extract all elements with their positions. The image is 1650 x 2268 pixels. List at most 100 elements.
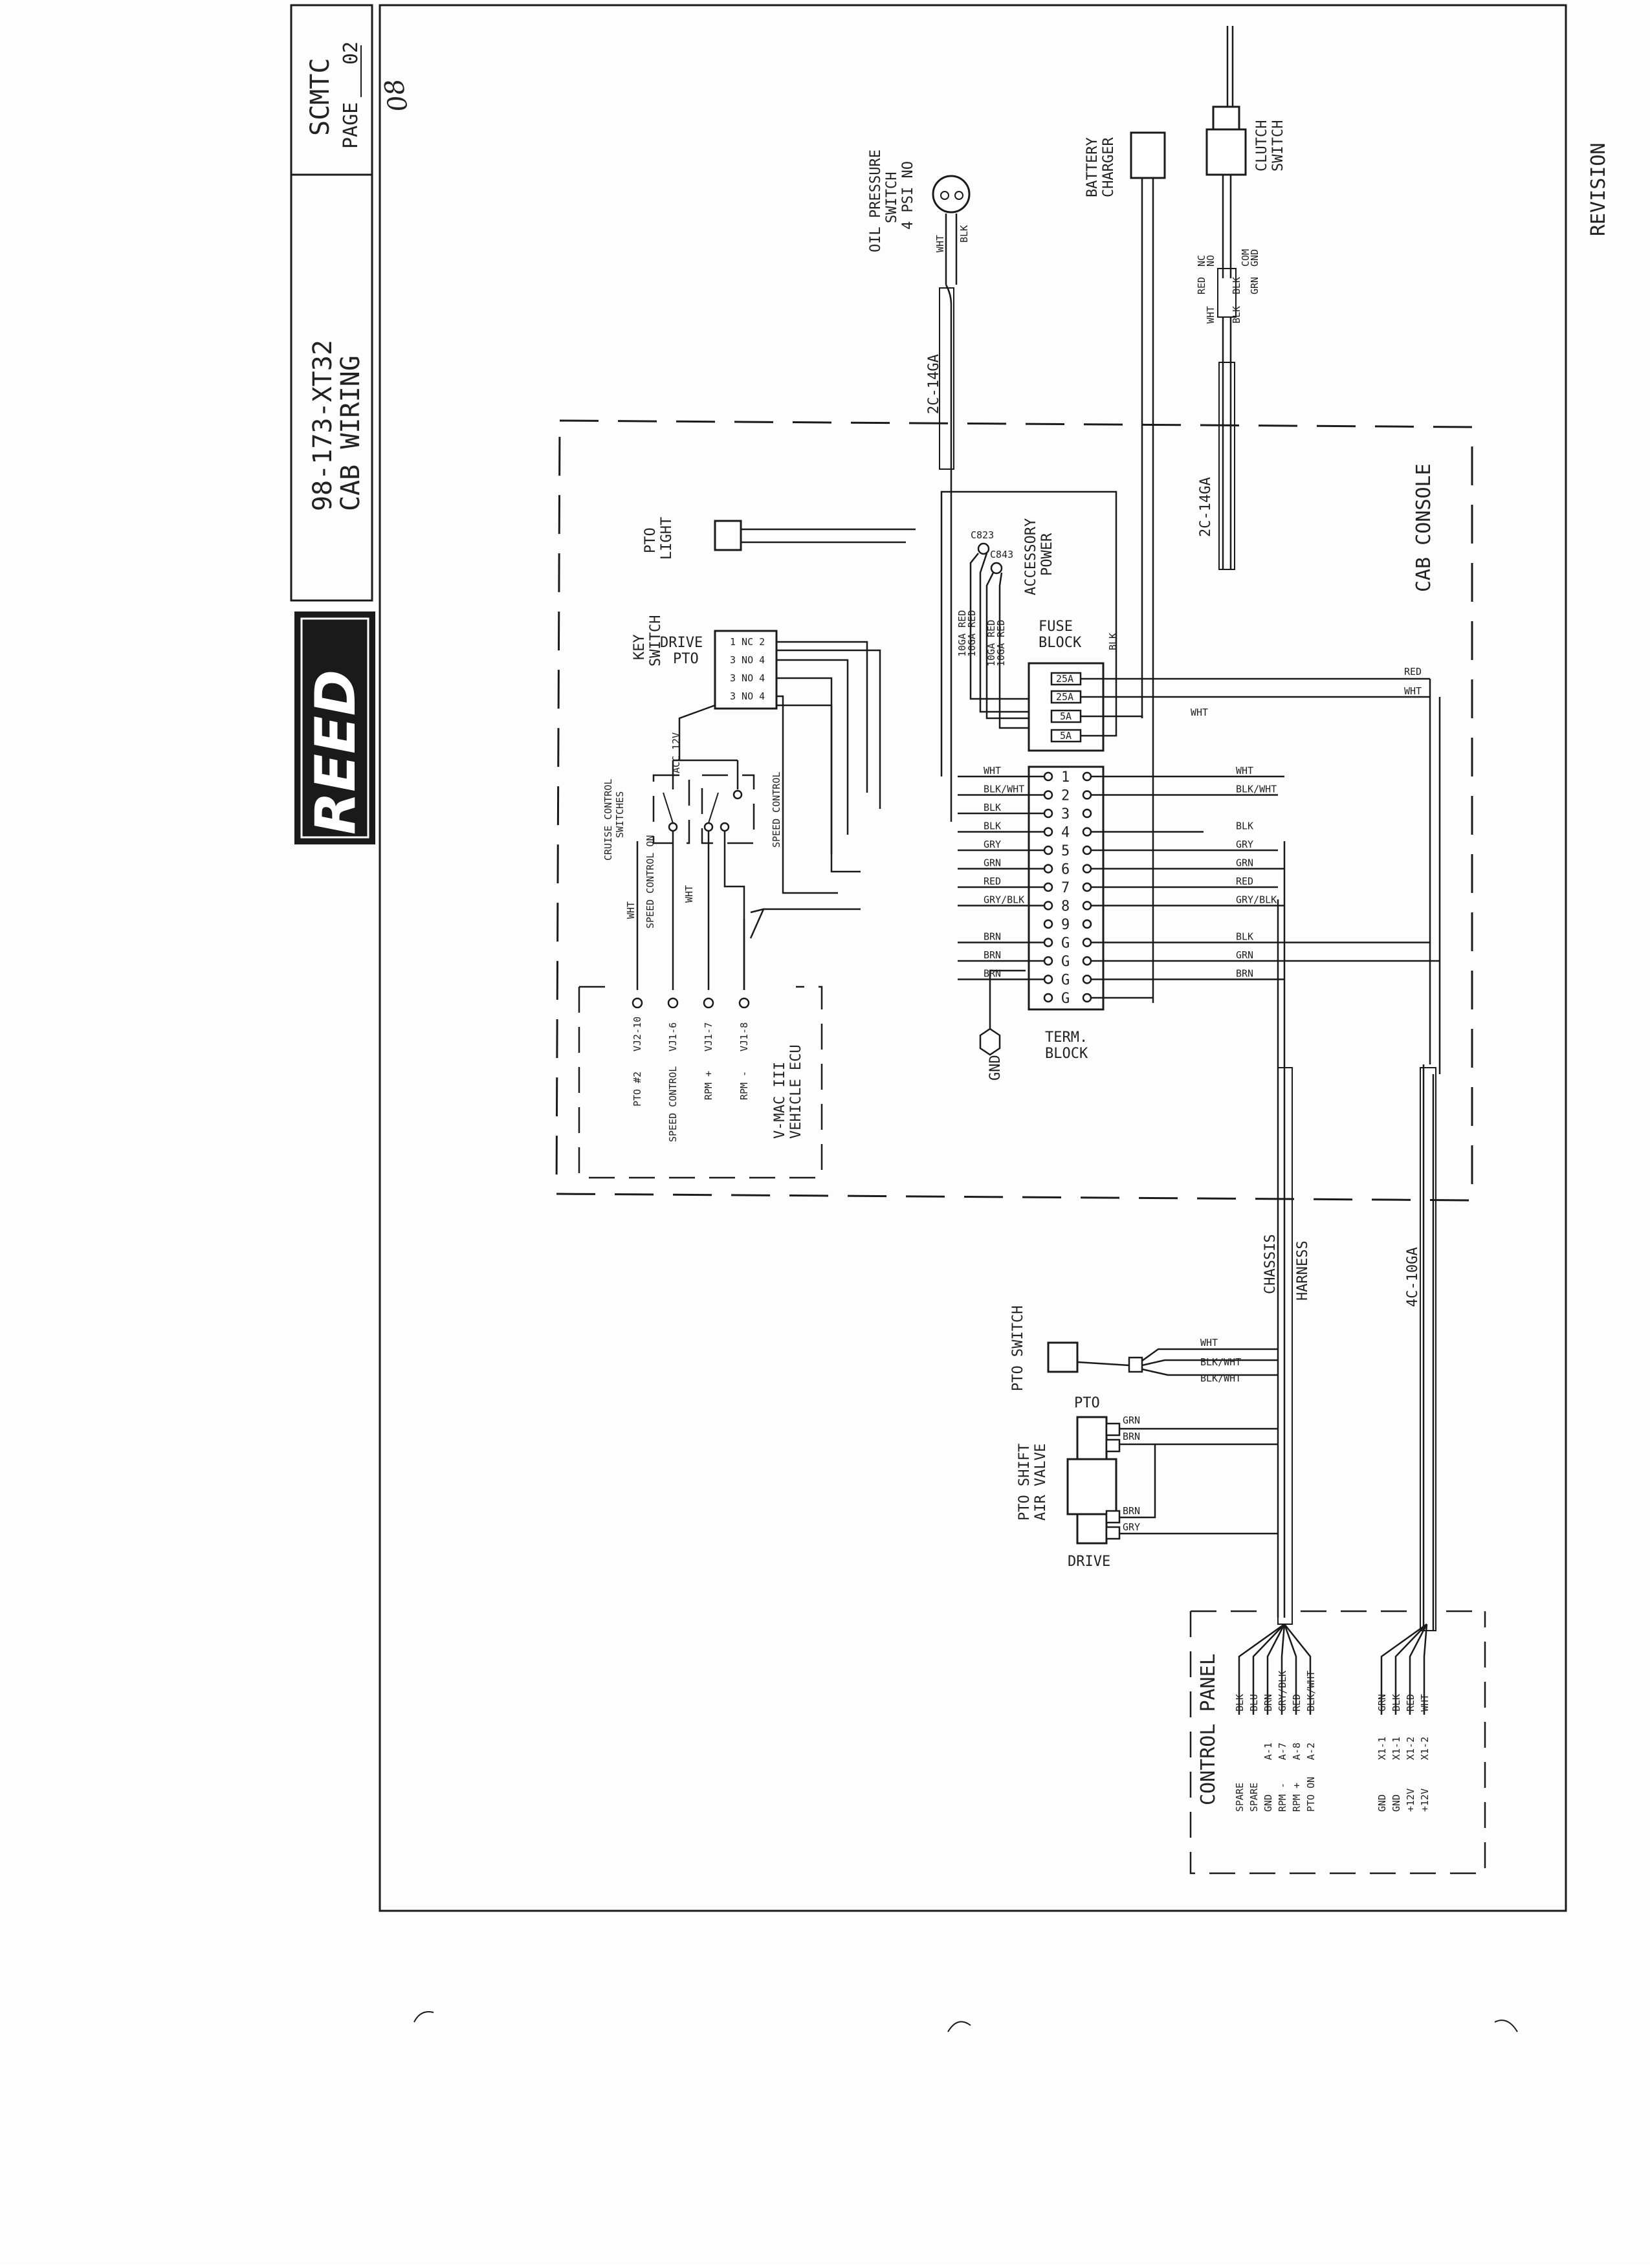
terminal-left-post bbox=[1043, 901, 1053, 910]
fuse-block: FUSE BLOCK 25A 25A 5A 5A BLK WHT RED WHT bbox=[940, 490, 1441, 1074]
cp-pin: A-7 bbox=[1277, 1743, 1288, 1760]
terminal-left-post bbox=[1043, 938, 1053, 947]
terminal-left-wire-label: BLK bbox=[984, 802, 1001, 813]
terminal-left-post bbox=[1043, 845, 1053, 855]
clutch-pin-com: COM bbox=[1240, 249, 1251, 267]
terminal-left-wire-label: BLK/WHT bbox=[984, 784, 1024, 795]
key-row-2: 3 NO 4 bbox=[730, 654, 765, 666]
clutch-wire-blk2: BLK bbox=[1231, 306, 1242, 324]
clutch-switch-label-2: SWITCH bbox=[1270, 120, 1286, 171]
terminal-number: 7 bbox=[1061, 880, 1070, 896]
scan-mark-right bbox=[1494, 2020, 1518, 2032]
fuse-right-red: RED bbox=[1404, 666, 1422, 677]
harness-label: HARNESS bbox=[1295, 1240, 1311, 1301]
terminal-right-post bbox=[1082, 993, 1092, 1003]
ecu-pin-3-name: RPM + bbox=[703, 1071, 714, 1100]
cp-wire-color: BRN bbox=[1262, 1694, 1274, 1712]
key-acc-label: ACC 12V bbox=[670, 732, 682, 773]
control-panel: CONTROL PANEL BLKSPAREBLUSPAREBRNA-1GNDG… bbox=[1189, 1610, 1486, 1875]
fuse-25a-2: 25A bbox=[1050, 690, 1082, 704]
terminal-row-13: G bbox=[1043, 991, 1153, 1007]
control-panel-group-2: GRNX1-1GNDBLKX1-1GNDREDX1-2+12VWHTX1-2+1… bbox=[1376, 1623, 1431, 1812]
terminal-left-post bbox=[1043, 864, 1053, 874]
fuse-25a-1-label: 25A bbox=[1056, 673, 1073, 685]
cab-console-enclosure bbox=[555, 419, 1473, 1202]
terminal-left-wire-label: BRN bbox=[984, 931, 1001, 943]
control-panel-wire-1: BLK SPARE bbox=[1234, 1623, 1285, 1812]
cp-wire-line bbox=[1409, 1624, 1428, 1715]
cp-signal-name: SPARE bbox=[1234, 1783, 1246, 1812]
terminal-left-wire-label: BRN bbox=[984, 968, 1001, 980]
page-number: 02 bbox=[340, 41, 362, 65]
cp-pin: A-1 bbox=[1262, 1743, 1274, 1760]
clutch-pin-nc: NC bbox=[1196, 255, 1207, 267]
valve-wire-gry: GRY bbox=[1123, 1521, 1140, 1533]
valve-wire-grn: GRN bbox=[1123, 1415, 1140, 1426]
terminal-left-post bbox=[1043, 993, 1053, 1003]
valve-wire-brn-top: BRN bbox=[1123, 1431, 1140, 1442]
terminal-right-wire-label: BLK bbox=[1236, 931, 1253, 943]
project-code: SCMTC bbox=[305, 58, 335, 136]
battery-charger-label-1: BATTERY bbox=[1084, 137, 1101, 197]
pto-switch: PTO SWITCH WHT BLK/WHT BLK/WHT bbox=[1010, 1306, 1278, 1391]
battery-charger-label-2: CHARGER bbox=[1101, 137, 1117, 197]
pto-switch-wire-wht: WHT bbox=[1200, 1337, 1218, 1349]
cp-wire-color: WHT bbox=[1419, 1694, 1431, 1712]
cp-pin: X1-1 bbox=[1391, 1737, 1402, 1760]
fuse-25a-1: 25A bbox=[1050, 672, 1082, 686]
ecu-pin-2-name: SPEED CONTROL bbox=[667, 1066, 679, 1142]
cruise-label-2: SWITCHES bbox=[614, 791, 626, 838]
valve-drive-label: DRIVE bbox=[1068, 1554, 1110, 1570]
cp-signal-name: GND bbox=[1262, 1794, 1274, 1812]
cp-wire-color: BLK bbox=[1234, 1694, 1246, 1712]
pto-light-label-1: PTO bbox=[643, 527, 659, 553]
clutch-switch-label-1: CLUTCH bbox=[1254, 120, 1270, 171]
fuse-wire-wht: WHT bbox=[1191, 707, 1208, 718]
terminal-left-wire-label: RED bbox=[984, 875, 1001, 887]
terminal-number: 6 bbox=[1061, 862, 1070, 878]
terminal-number: G bbox=[1061, 936, 1070, 952]
terminal-left-wire-label: BRN bbox=[984, 949, 1001, 961]
terminal-left-post bbox=[1043, 919, 1053, 929]
terminal-right-post bbox=[1082, 771, 1092, 782]
cp-pin: X1-2 bbox=[1405, 1737, 1416, 1760]
terminal-right-post bbox=[1082, 882, 1092, 892]
acc-wire-4: 10GA RED bbox=[995, 620, 1007, 666]
acc-post-c823: C823 bbox=[971, 529, 994, 541]
terminal-left-post bbox=[1043, 827, 1053, 837]
terminal-right-post bbox=[1082, 845, 1092, 855]
cp-wire-color: BLK/WHT bbox=[1305, 1671, 1317, 1712]
cruise-speed-control-on: SPEED CONTROL ON bbox=[644, 835, 656, 929]
cp-wire-color: GRN bbox=[1376, 1694, 1388, 1712]
ecu-label-1: V-MAC III bbox=[772, 1062, 788, 1139]
terminal-left-wire-label: GRY bbox=[984, 839, 1001, 850]
fuse-right-wht: WHT bbox=[1404, 685, 1422, 697]
handwritten-page-note: 08 bbox=[379, 76, 414, 114]
clutch-pin-gnd: GND bbox=[1249, 249, 1260, 267]
cp-wire-line bbox=[1252, 1624, 1285, 1715]
terminal-right-post bbox=[1082, 974, 1092, 984]
page-label: PAGE bbox=[340, 102, 362, 149]
cp-wire-color: RED bbox=[1291, 1694, 1303, 1712]
terminal-number: 1 bbox=[1061, 769, 1070, 786]
terminal-right-post bbox=[1082, 790, 1092, 800]
pto-shift-air-valve: PTO SHIFT AIR VALVE PTO DRIVE GRN BRN BR… bbox=[1017, 1395, 1278, 1570]
valve-pto-label: PTO bbox=[1074, 1395, 1100, 1411]
cable-4c-sleeve bbox=[1420, 1067, 1436, 1631]
cp-wire-color: GRY/BLK bbox=[1277, 1671, 1288, 1712]
cruise-wire-wht-1: WHT bbox=[625, 901, 637, 919]
fuse-block-label-2: BLOCK bbox=[1039, 635, 1082, 651]
cp-signal-name: RPM - bbox=[1277, 1783, 1288, 1812]
pto-switch-wire-blkwht-1: BLK/WHT bbox=[1200, 1356, 1241, 1368]
clutch-wire-blk1: BLK bbox=[1231, 277, 1242, 294]
terminal-right-wire-label: GRN bbox=[1236, 949, 1253, 961]
cable-4c-label: 4C-10GA bbox=[1405, 1247, 1421, 1307]
